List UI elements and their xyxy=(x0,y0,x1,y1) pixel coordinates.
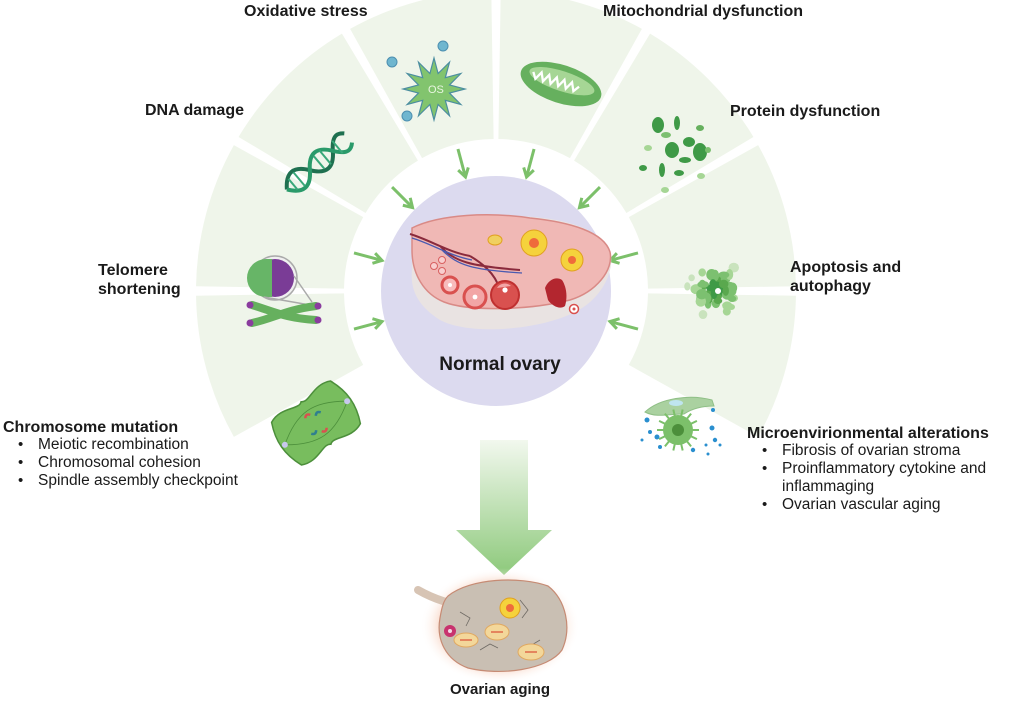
label-line: shortening xyxy=(98,281,181,298)
bullet-item: Spindle assembly checkpoint xyxy=(18,472,238,490)
cell-spike xyxy=(658,419,666,425)
dna-helix-icon xyxy=(284,131,355,193)
arrow-dna-damage xyxy=(390,185,415,210)
apoptotic-body xyxy=(713,297,723,305)
cell-spike xyxy=(672,443,676,451)
apoptotic-body xyxy=(698,268,707,277)
label-dna-damage: DNA damage xyxy=(145,102,244,119)
normal-ovary-icon xyxy=(409,214,612,330)
cell-spike xyxy=(690,435,698,441)
label-line: autophagy xyxy=(790,278,871,295)
bullet-item: Proinflammatory cytokine and xyxy=(762,460,986,478)
bullet-item: Fibrosis of ovarian stroma xyxy=(762,442,986,460)
apoptotic-body xyxy=(684,282,691,291)
cell-spike xyxy=(664,440,671,448)
cell-spike xyxy=(690,419,698,425)
ring-segment-chromosome-mutation xyxy=(196,293,364,437)
spindle-cell-icon xyxy=(270,380,362,466)
apoptotic-body xyxy=(697,281,709,288)
ring-segment-microenvironmental-alterations xyxy=(628,293,796,437)
label-protein-dysfunction: Protein dysfunction xyxy=(730,103,881,120)
apoptotic-body xyxy=(696,289,708,300)
bullet-item: Meiotic recombination xyxy=(18,436,238,454)
normal-ovary-label: Normal ovary xyxy=(439,354,561,375)
chromosome-mutation-list: Meiotic recombination Chromosomal cohesi… xyxy=(8,436,238,490)
label-oxidative-stress: Oxidative stress xyxy=(244,3,368,20)
cell-spike xyxy=(685,412,692,420)
protein-fragments-icon xyxy=(639,116,711,193)
arrow-oxidative-stress xyxy=(456,148,470,180)
progression-arrow xyxy=(456,440,552,575)
label-mitochondrial-dysfunction: Mitochondrial dysfunction xyxy=(603,3,803,20)
apoptotic-body xyxy=(722,301,733,309)
chromosome-telomere-icon xyxy=(246,255,322,327)
apoptotic-body xyxy=(706,268,717,281)
label-line: Telomere xyxy=(98,262,168,279)
microenvironmental-list: Fibrosis of ovarian stroma Proinflammato… xyxy=(752,442,986,514)
cell-spike xyxy=(685,440,692,448)
bullet-item: Ovarian vascular aging xyxy=(762,496,986,514)
arrow-apoptosis-autophagy xyxy=(607,251,639,265)
label-chromosome-mutation: Chromosome mutation xyxy=(3,419,179,436)
apoptotic-body xyxy=(688,274,695,282)
arrow-telomere-shortening xyxy=(353,251,385,265)
mitochondrion-icon xyxy=(520,61,602,107)
label-telomere-shortening: Telomere shortening xyxy=(98,261,181,299)
apoptotic-center xyxy=(715,288,721,294)
arrow-microenvironmental-alterations xyxy=(607,317,639,331)
apoptotic-body xyxy=(722,307,731,316)
cell-spike xyxy=(680,443,684,451)
aged-ovary-icon xyxy=(414,568,580,684)
bullet-item: Chromosomal cohesion xyxy=(18,454,238,472)
label-microenvironmental-alterations: Microenvirionmental alterations xyxy=(747,425,989,442)
arrow-mitochondrial-dysfunction xyxy=(522,148,536,180)
ovarian-aging-label: Ovarian aging xyxy=(449,681,551,698)
ring-segment-dna-damage xyxy=(238,33,418,213)
oxidative-stress-burst-icon: OS xyxy=(386,40,468,123)
cell-spike xyxy=(664,412,671,420)
ring-segment-telomere-shortening xyxy=(196,145,364,289)
bullet-item-continuation: inflammaging xyxy=(782,478,875,495)
arrow-chromosome-mutation xyxy=(353,317,385,331)
arrow-protein-dysfunction xyxy=(577,185,602,210)
apoptotic-body xyxy=(722,285,729,296)
apoptotic-cell-icon xyxy=(684,262,740,320)
ring-segment-apoptosis-autophagy xyxy=(628,145,796,289)
cell-spike xyxy=(672,409,676,417)
fibroblast-cytokine-icon xyxy=(640,396,722,456)
label-line: Apoptosis and xyxy=(790,259,902,276)
apoptotic-body xyxy=(698,310,708,320)
cell-spike xyxy=(658,435,666,441)
cell-spike xyxy=(680,409,684,417)
os-text: OS xyxy=(428,84,444,96)
apoptotic-body xyxy=(718,271,730,279)
apoptotic-body xyxy=(709,279,717,290)
label-apoptosis-autophagy: Apoptosis and autophagy xyxy=(790,258,901,296)
